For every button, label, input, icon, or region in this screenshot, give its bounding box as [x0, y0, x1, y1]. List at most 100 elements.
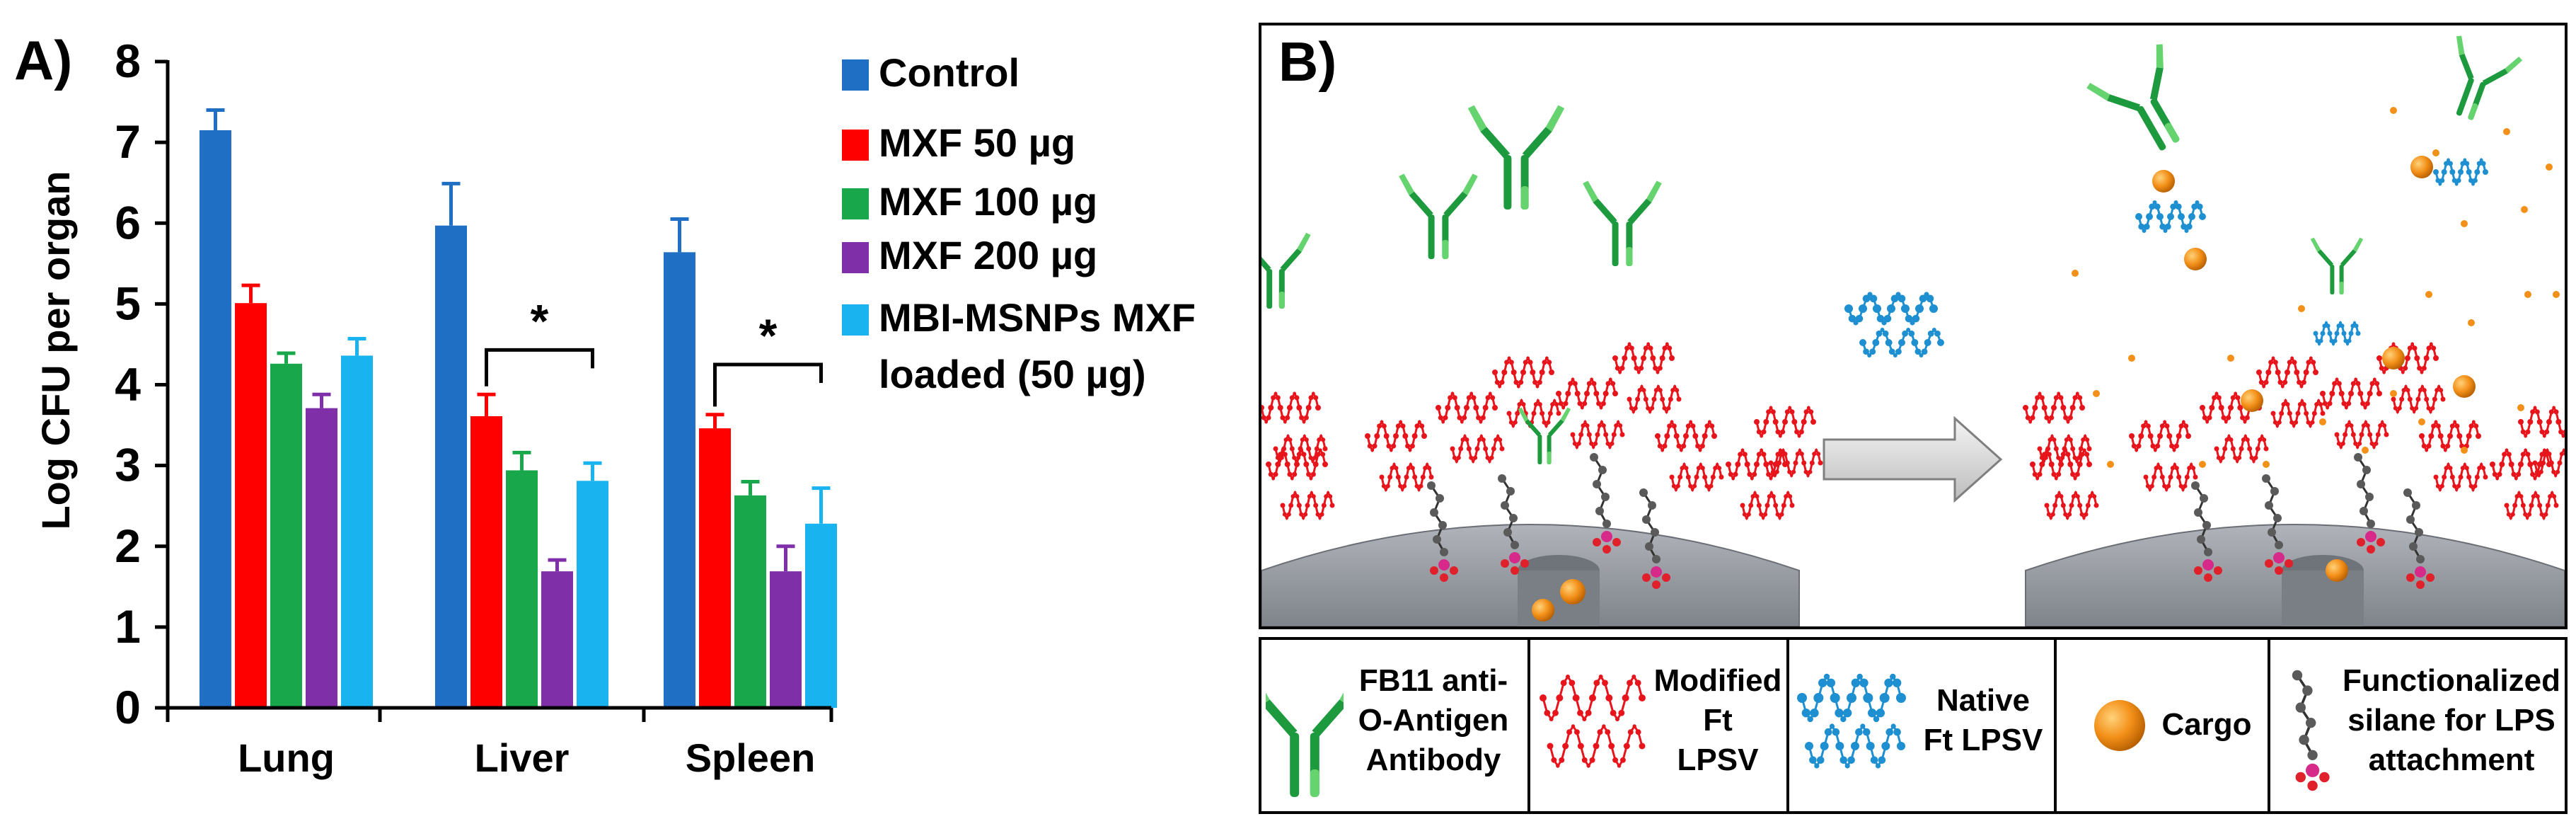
legend-swatch-mxf-50 — [842, 130, 869, 161]
modified-lps-layer — [1261, 341, 1823, 521]
legend-text-modified-lps-line2: Ft — [1703, 703, 1733, 738]
released-cargo — [2072, 107, 2560, 582]
cargo-dot — [2128, 355, 2135, 362]
cargo-dot — [2107, 461, 2114, 468]
x-category-label: Liver — [475, 735, 570, 780]
antibody-icon — [1266, 692, 1344, 797]
legend-item-mxf-50: MXF 50 µg — [842, 117, 1075, 166]
y-tick-label: 4 — [115, 358, 141, 411]
silane-linkers — [1427, 453, 1670, 589]
y-tick-label: 7 — [115, 115, 141, 168]
legend-text-cargo-line1: Cargo — [2161, 707, 2252, 742]
bar-liver-1 — [470, 416, 502, 708]
bar-lung-1 — [235, 303, 267, 708]
cargo-dot — [2362, 447, 2369, 454]
legend-cell-cargo: Cargo — [2057, 640, 2270, 811]
y-tick-label: 5 — [115, 277, 141, 329]
bar-liver-4 — [577, 481, 608, 708]
cargo-particle — [2382, 347, 2405, 369]
cargo-dot — [2517, 404, 2524, 411]
cargo-dot — [2319, 418, 2326, 425]
cargo-dot — [2461, 220, 2468, 227]
legend-label-mbi-msnps: MBI-MSNPs MXF loaded (50 µg) — [879, 292, 1196, 401]
cargo-dot — [2521, 206, 2528, 213]
native-lps-incoming — [1844, 292, 1944, 357]
legend-text-antibody: FB11 anti- O-Antigen Antibody — [1341, 661, 1526, 780]
bar-spleen-3 — [770, 571, 802, 708]
y-tick-label: 6 — [115, 196, 141, 248]
silane-linkers — [2191, 453, 2435, 589]
bar-lung-3 — [306, 408, 337, 708]
cargo-dot — [2432, 149, 2439, 156]
legend-label-mxf-200: MXF 200 µg — [879, 233, 1098, 277]
significance-star: * — [759, 309, 778, 362]
significance-bracket — [713, 362, 823, 407]
cargo-dot — [2298, 305, 2305, 312]
cargo-particle — [1560, 579, 1586, 604]
legend-label-mbi-msnps-line1: MBI-MSNPs MXF — [879, 295, 1196, 340]
panel-a-label: A) — [14, 29, 73, 91]
cargo-particle — [2326, 559, 2348, 582]
y-tick-label: 1 — [115, 600, 141, 653]
legend-text-silane-line2: silane for LPS — [2347, 703, 2555, 738]
cargo-dot — [2093, 390, 2100, 397]
bar-liver-2 — [506, 470, 538, 708]
y-tick-label: 0 — [115, 681, 141, 733]
cargo-particle — [2453, 375, 2476, 398]
legend-swatch-mxf-200 — [842, 242, 869, 273]
cargo-icon — [2094, 700, 2145, 751]
legend-text-native-lps-line1: Native — [1936, 683, 2031, 718]
legend-label-control: Control — [879, 50, 1020, 95]
legend-cell-native-lps: Native Ft LPSV — [1789, 640, 2057, 811]
cargo-dot — [2468, 319, 2475, 326]
nanoparticle-release-scheme — [1261, 35, 2565, 626]
scene-before-release — [1261, 105, 1823, 626]
significance-bracket — [485, 348, 594, 386]
antibody-lps-complexes — [2086, 35, 2523, 347]
modified-lps-layer — [2023, 341, 2565, 521]
cargo-dot — [2072, 270, 2079, 277]
cargo-particle — [2152, 170, 2175, 193]
legend-text-antibody-line3: Antibody — [1365, 743, 1501, 777]
cargo-dot — [2524, 291, 2531, 298]
legend-text-antibody-line2: O-Antigen — [1358, 703, 1509, 738]
bar-lung-2 — [270, 363, 302, 708]
legend-text-silane-line1: Functionalized — [2343, 663, 2560, 698]
legend-cell-modified-lps: Modified Ft LPSV — [1530, 640, 1789, 811]
cargo-dot — [2263, 461, 2270, 468]
legend-text-native-lps-line2: Ft LPSV — [1923, 723, 2043, 757]
panel-b-label: B) — [1278, 30, 1337, 93]
cargo-dot — [2546, 164, 2553, 171]
legend-swatch-mxf-100 — [842, 188, 869, 219]
cargo-dot — [2418, 418, 2425, 425]
cargo-particle — [2184, 248, 2207, 270]
process-arrow — [1823, 416, 2003, 503]
native-lps-icon — [1797, 673, 1906, 769]
x-category-label: Spleen — [686, 735, 816, 780]
bar-liver-0 — [435, 225, 467, 709]
cargo-dot — [2425, 291, 2432, 298]
cargo-dot — [2199, 461, 2206, 468]
illustration-legend: FB11 anti- O-Antigen Antibody Modified F… — [1259, 637, 2568, 814]
cargo-dot — [2227, 355, 2234, 362]
y-tick-label: 3 — [115, 439, 141, 491]
bar-spleen-1 — [699, 428, 731, 708]
legend-text-native-lps: Native Ft LPSV — [1914, 681, 2052, 760]
cargo-particle — [1532, 599, 1554, 621]
bar-spleen-2 — [734, 495, 766, 708]
significance-star: * — [531, 294, 549, 347]
legend-text-cargo: Cargo — [2150, 705, 2263, 745]
legend-item-control: Control — [842, 47, 1020, 96]
legend-label-mxf-100: MXF 100 µg — [879, 179, 1098, 224]
bar-spleen-4 — [805, 523, 837, 708]
cargo-dot — [2461, 447, 2468, 454]
y-axis-label: Log CFU per organ — [33, 171, 78, 529]
bar-spleen-0 — [664, 252, 695, 709]
silane-icon — [2292, 670, 2330, 791]
y-tick-label: 2 — [115, 520, 141, 572]
scene-after-release — [2023, 35, 2565, 626]
bar-lung-4 — [341, 355, 373, 708]
legend-swatch-control — [842, 59, 869, 91]
cargo-particle — [2410, 156, 2433, 178]
cargo-dot — [2390, 107, 2397, 114]
